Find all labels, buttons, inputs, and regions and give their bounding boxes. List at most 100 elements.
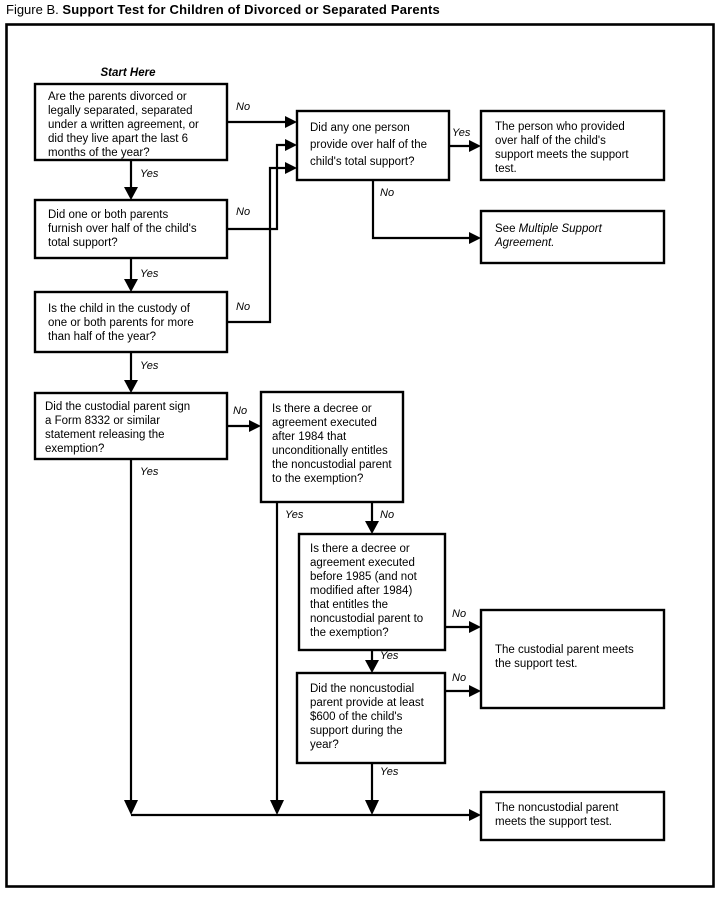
node-q1-line-2: under a written agreement, or [48,119,199,131]
node-q1-line-3: did they live apart the last 6 [48,133,188,145]
node-q7-line-3: modified after 1984) [310,585,412,597]
node-r2-line-1: Agreement. [494,237,554,249]
start-here-label: Start Here [101,67,157,79]
node-r2-lead: See [495,223,519,235]
node-r1-line-0: The person who provided [495,121,625,133]
node-q7-line-2: before 1985 (and not [310,571,418,583]
node-r2-line-0: See Multiple Support [495,223,603,235]
node-r1-line-2: support meets the support [495,149,629,161]
edge-q6-no: No [365,502,394,534]
node-q8-line-3: support during the [310,725,403,737]
node-r3-box[interactable] [479,608,666,710]
edge-q7-yes: Yes [365,650,399,673]
edge-q5-no: No [371,180,481,244]
node-q4-text: Did the custodial parent sign a Form 833… [45,401,190,455]
edge-q3-no-label: No [236,301,250,313]
node-q6-line-3: unconditionally entitles [272,445,388,457]
node-q4-line-1: a Form 8332 or similar [45,415,160,427]
edge-q5-yes-label: Yes [452,127,471,139]
node-q2-line-1: furnish over half of the child's [48,223,197,235]
node-q1-line-4: months of the year? [48,147,150,159]
edge-q8-yes: Yes [365,763,399,815]
node-r2-text: See Multiple Support Agreement. [494,223,603,249]
node-q7-line-1: agreement executed [310,557,415,569]
node-q4-line-0: Did the custodial parent sign [45,401,190,413]
node-q2-text: Did one or both parents furnish over hal… [48,209,197,249]
node-q8-line-0: Did the noncustodial [310,683,414,695]
node-q7-line-6: the exemption? [310,627,389,639]
figure-border [5,23,715,888]
edge-q7-no-label: No [452,608,466,620]
node-q6-line-2: after 1984 that [272,431,347,443]
node-q2-line-0: Did one or both parents [48,209,168,221]
node-q1-line-1: legally separated, separated [48,105,193,117]
node-r3-line-0: The custodial parent meets [495,644,634,656]
edge-bottom-rail-to-r4 [131,809,481,821]
node-q6-box[interactable] [259,390,405,504]
edge-q8-no: No [445,672,481,697]
node-q8-line-2: $600 of the child's [310,711,403,723]
edge-q8-yes-label: Yes [380,766,399,778]
node-q6-line-4: the noncustodial parent [272,459,392,471]
edge-q2-yes: Yes [124,258,159,292]
node-r1-text: The person who provided over half of the… [495,121,629,175]
node-q7-line-5: noncustodial parent to [310,613,423,625]
node-r1-line-3: test. [495,163,517,175]
edge-q4-yes-label: Yes [140,466,159,478]
edge-q5-yes: Yes [449,127,481,152]
node-r4-box[interactable] [479,790,666,842]
node-q1-text: Are the parents divorced or legally sepa… [48,91,199,159]
node-r4-line-1: meets the support test. [495,816,612,828]
node-r4-text: The noncustodial parent meets the suppor… [495,802,619,828]
edge-q2-no-label: No [236,206,250,218]
node-q8-line-1: parent provide at least [310,697,425,709]
node-q5-line-1: provide over half of the [310,139,427,151]
node-q6-line-1: agreement executed [272,417,377,429]
edge-q1-no-label: No [236,101,250,113]
node-r2-title-part1: Multiple Support [519,223,603,235]
node-q3-line-1: one or both parents for more [48,317,194,329]
node-r2-box[interactable] [479,209,666,265]
edge-q2-yes-label: Yes [140,268,159,280]
node-r4-line-0: The noncustodial parent [495,802,619,814]
edge-q4-yes: Yes [124,459,159,815]
node-q1-line-0: Are the parents divorced or [48,91,187,103]
node-q2-line-2: total support? [48,237,118,249]
node-q3-line-0: Is the child in the custody of [48,303,191,315]
edge-q7-no: No [445,608,481,633]
node-q7-line-4: that entitles the [310,599,388,611]
edge-q2-no: No [227,139,297,231]
node-q7-box[interactable] [297,532,447,652]
node-q6-text: Is there a decree or agreement executed … [272,403,392,485]
node-q5-line-0: Did any one person [310,122,410,134]
node-r3-text: The custodial parent meets the support t… [495,644,634,670]
edge-q6-no-label: No [380,509,394,521]
edge-q3-yes: Yes [124,352,159,393]
node-q3-line-2: than half of the year? [48,331,156,343]
edge-q4-no: No [227,405,261,432]
figure-caption-title: Support Test for Children of Divorced or… [62,2,440,17]
edge-q6-yes-label: Yes [285,509,304,521]
node-q6-line-5: to the exemption? [272,473,363,485]
node-q5-line-2: child's total support? [310,156,414,168]
node-q8-box[interactable] [295,671,447,765]
node-r1-line-1: over half of the child's [495,135,606,147]
edge-q6-yes: Yes [270,502,304,815]
edge-q1-no: No [227,101,297,128]
node-q7-line-0: Is there a decree or [310,543,410,555]
node-q6-line-0: Is there a decree or [272,403,372,415]
figure-caption: Figure B. Support Test for Children of D… [6,2,440,18]
node-r1-box[interactable] [479,109,666,182]
node-q4-line-3: exemption? [45,443,104,455]
node-q1-box[interactable] [33,82,229,162]
node-q5-text: Did any one person provide over half of … [310,122,427,168]
edge-q5-no-label: No [380,187,394,199]
edge-q1-yes-label: Yes [140,168,159,180]
node-q8-text: Did the noncustodial parent provide at l… [310,683,425,751]
edge-q3-yes-label: Yes [140,360,159,372]
node-q8-line-4: year? [310,739,339,751]
edge-q8-no-label: No [452,672,466,684]
edge-q4-no-label: No [233,405,247,417]
